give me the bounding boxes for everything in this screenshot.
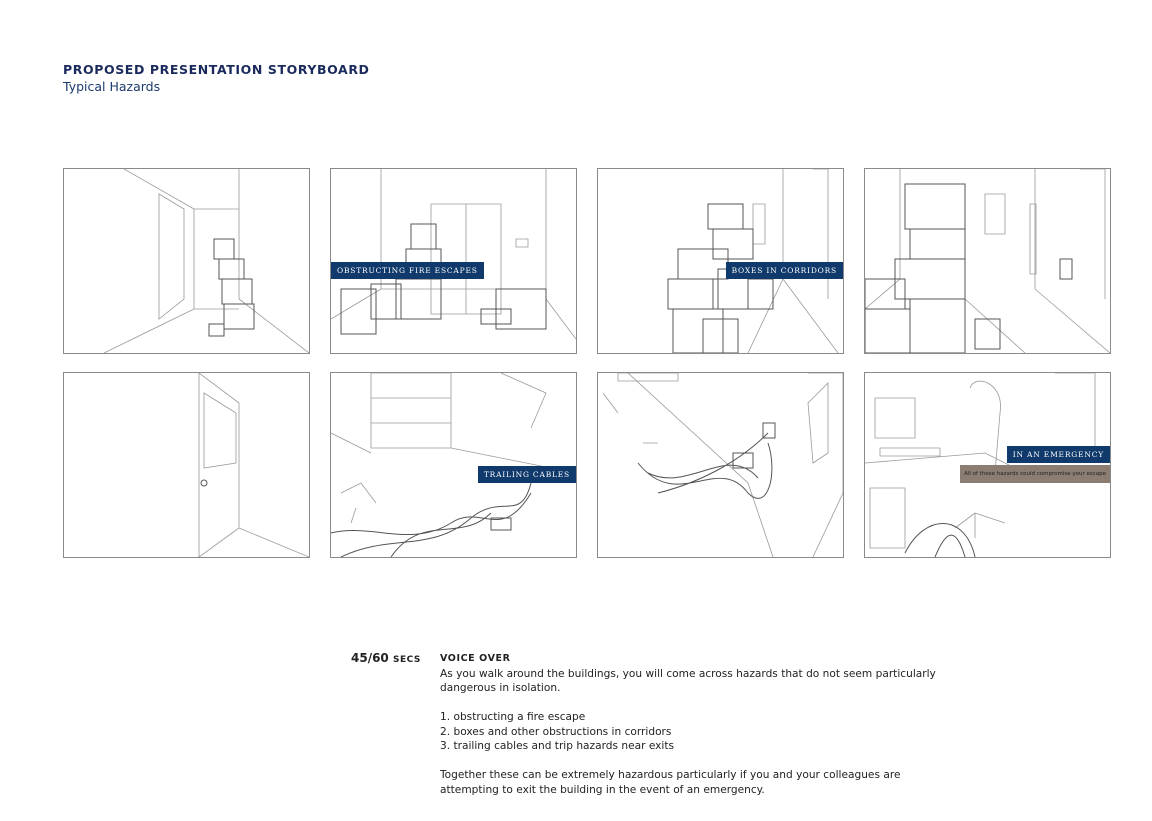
storyboard-frame-1 — [63, 168, 310, 354]
frame-label: IN AN EMERGENCY — [1006, 446, 1110, 463]
storyboard-frame-2: OBSTRUCTING FIRE ESCAPES — [330, 168, 577, 354]
boxes-office-sketch — [865, 169, 1110, 353]
frame-label: OBSTRUCTING FIRE ESCAPES — [331, 262, 484, 279]
storyboard-frame-5 — [63, 372, 310, 558]
voice-over-text: attempting to exit the building in the e… — [440, 783, 765, 796]
hazard-list-item: 3. trailing cables and trip hazards near… — [440, 740, 675, 752]
voice-over-text: As you walk around the buildings, you wi… — [440, 667, 936, 680]
cables-floor-sketch — [602, 373, 843, 557]
corridor-sketch — [103, 169, 309, 353]
frame-label: BOXES IN CORRIDORS — [725, 262, 843, 279]
door-sketch — [198, 373, 309, 557]
storyboard-frame-7 — [597, 372, 844, 558]
timing: 45/60 SECS — [351, 651, 421, 665]
fire-exit-sketch — [331, 169, 576, 340]
voice-over: VOICE OVER As you walk around the buildi… — [440, 652, 960, 797]
timing-unit: SECS — [392, 655, 421, 665]
page-subtitle: Typical Hazards — [63, 79, 161, 94]
hazard-list-item: 2. boxes and other obstructions in corri… — [440, 725, 672, 738]
storyboard-frame-4 — [864, 168, 1111, 354]
voice-over-heading: VOICE OVER — [440, 653, 511, 664]
timing-value: 45/60 — [351, 651, 389, 665]
office-desk-sketch — [865, 373, 1096, 557]
voice-over-text: dangerous in isolation. — [440, 682, 561, 694]
storyboard-frame-3: BOXES IN CORRIDORS — [597, 168, 844, 354]
frame-label: TRAILING CABLES — [477, 466, 576, 483]
storyboard-frame-6: TRAILING CABLES — [330, 372, 577, 558]
voice-over-text: Together these can be extremely hazardou… — [440, 769, 901, 781]
frame-caption: All of these hazards could compromise yo… — [960, 465, 1110, 483]
page-title: PROPOSED PRESENTATION STORYBOARD — [63, 62, 370, 77]
storyboard-frame-8: IN AN EMERGENCY All of these hazards cou… — [864, 372, 1111, 558]
hazard-list-item: 1. obstructing a fire escape — [440, 711, 586, 723]
boxes-corridor-sketch — [667, 169, 839, 353]
trailing-cables-sketch — [331, 373, 576, 557]
